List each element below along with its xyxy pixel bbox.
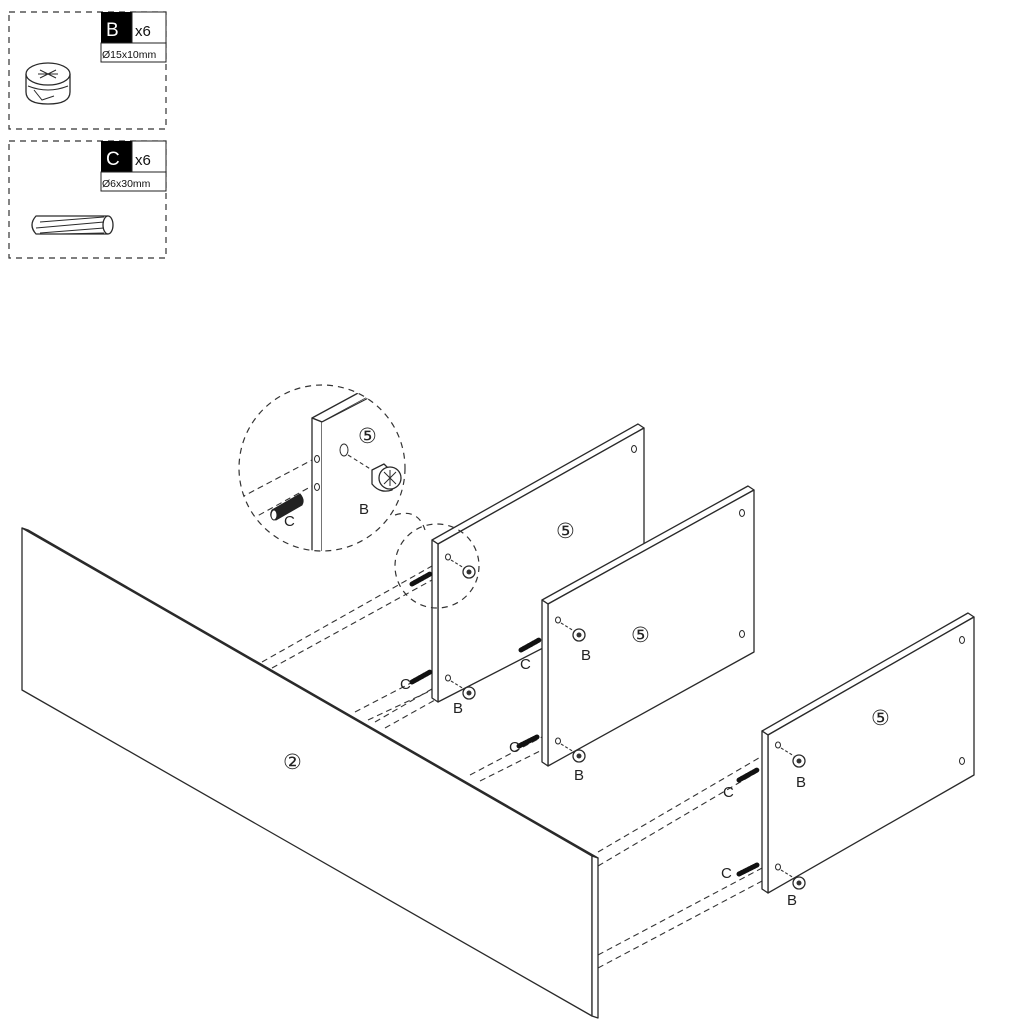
part-number-label: ⑤ [358, 425, 377, 448]
hardware-badge-letter-bg [101, 12, 132, 43]
divider-panel-1: ⑤ [431, 423, 645, 703]
cam-fittings [445, 553, 806, 890]
cam-lock-icon [445, 674, 476, 700]
hardware-card-border [8, 11, 167, 130]
fitting-label-c: C [509, 739, 520, 756]
divider-panel-3: ⑤ [761, 612, 975, 894]
part-number-label: ⑤ [871, 707, 890, 730]
callout-connector [394, 512, 426, 531]
part-number-label: ② [283, 751, 302, 774]
fitting-label-c: C [400, 676, 411, 693]
fitting-label-b: B [787, 892, 797, 909]
dowel-icon [736, 767, 760, 783]
dowel-icon [516, 734, 540, 749]
hardware-card-c: C x6 Ø6x30mm [8, 140, 167, 259]
cam-labels: B B B B B [453, 647, 806, 909]
fitting-label-c: C [284, 513, 295, 530]
fitting-label-b: B [359, 501, 369, 518]
cam-lock-icon [775, 863, 806, 890]
fitting-label-c: C [721, 865, 732, 882]
detail-target-circle [394, 523, 480, 609]
cam-lock-icon [445, 553, 476, 579]
dowel-icon [409, 571, 433, 587]
hardware-size: Ø15x10mm [102, 49, 157, 61]
hardware-quantity: x6 [135, 152, 151, 169]
cam-lock-icon [371, 463, 402, 492]
fitting-label-b: B [574, 767, 584, 784]
front-panel: ② [21, 527, 599, 1019]
hardware-card-b: B x6 Ø15x10mm [8, 11, 167, 130]
part-number-label: ⑤ [556, 520, 575, 543]
hardware-letter: B [106, 20, 119, 41]
dowels [409, 571, 760, 877]
divider-panel-2: ⑤ [541, 485, 755, 767]
fitting-label-b: B [581, 647, 591, 664]
hardware-size: Ø6x30mm [102, 178, 151, 190]
dowel-icon [518, 637, 542, 653]
dowel-icon [736, 862, 760, 877]
cam-lock-icon [775, 741, 806, 768]
fitting-label-b: B [453, 700, 463, 717]
cam-lock-icon [555, 737, 586, 763]
dowel-labels: C C C C C [400, 656, 734, 882]
cam-lock-icon [555, 616, 586, 642]
cam-lock-fitting-icon [25, 62, 71, 105]
fitting-label-c: C [723, 784, 734, 801]
part-number-label: ⑤ [631, 624, 650, 647]
fitting-label-c: C [520, 656, 531, 673]
dowel-icon [409, 669, 433, 685]
fitting-label-b: B [796, 774, 806, 791]
wooden-dowel-icon [31, 215, 114, 235]
hardware-letter: C [106, 149, 120, 170]
detail-callout: ⑤ C B [238, 384, 406, 552]
dowel-icon [270, 493, 304, 521]
hardware-quantity: x6 [135, 23, 151, 40]
hardware-card-border [8, 140, 167, 259]
